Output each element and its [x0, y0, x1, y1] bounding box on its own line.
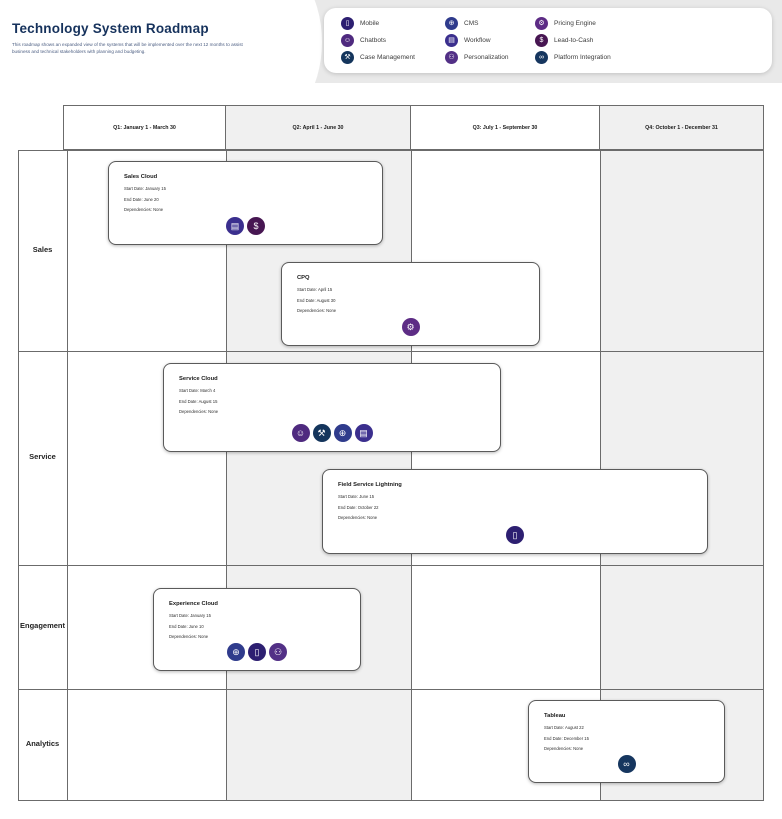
legend-item-pricing-engine: ⚙ Pricing Engine — [535, 15, 762, 32]
roadmap-card-experience-cloud[interactable]: Experience Cloud Start Date: January 15 … — [153, 588, 361, 671]
legend-label: Pricing Engine — [554, 20, 596, 27]
lead-to-cash-icon: $ — [247, 217, 265, 235]
row-label-analytics: Analytics — [25, 739, 60, 748]
quarter-header-q2: Q2: April 1 - June 30 — [225, 105, 411, 150]
roadmap-card-tableau[interactable]: Tableau Start Date: August 22 End Date: … — [528, 700, 725, 783]
roadmap-card-cpq[interactable]: CPQ Start Date: April 15 End Date: Augus… — [281, 262, 540, 346]
pricing-engine-icon: ⚙ — [401, 318, 420, 336]
legend-item-mobile: ▯ Mobile — [341, 15, 437, 32]
cms-icon: ⊕ — [227, 643, 245, 661]
legend-item-lead-to-cash: $ Lead-to-Cash — [535, 32, 762, 49]
legend-card: ▯ Mobile ⊕ CMS ⚙ Pricing Engine ☺ Chatbo… — [324, 8, 772, 73]
legend-item-platform-integration: ∞ Platform Integration — [535, 49, 762, 66]
card-start-date: Start Date: April 15 — [297, 287, 333, 292]
card-dependencies: Dependencies: None — [169, 634, 209, 639]
card-start-date: Start Date: January 15 — [124, 186, 166, 191]
card-title: Experience Cloud — [169, 601, 218, 607]
platform-integration-icon: ∞ — [535, 51, 548, 64]
card-end-date: End Date: August 30 — [297, 297, 336, 303]
grid-line — [18, 689, 764, 690]
pricing-engine-icon: ⚙ — [535, 17, 548, 30]
personalization-icon: ⚇ — [445, 51, 458, 64]
legend-label: Case Management — [360, 54, 415, 61]
card-start-date: Start Date: January 15 — [169, 613, 211, 618]
row-label-engagement: Engagement — [19, 621, 65, 630]
card-title: Sales Cloud — [124, 174, 158, 180]
legend-item-chatbots: ☺ Chatbots — [341, 32, 437, 49]
card-title: Field Service Lightning — [338, 482, 402, 488]
legend-label: Personalization — [464, 54, 509, 61]
quarter-header-row: Q1: January 1 - March 30 Q2: April 1 - J… — [63, 105, 764, 150]
legend-item-workflow: ▤ Workflow — [445, 32, 527, 49]
legend-label: Lead-to-Cash — [554, 37, 594, 44]
card-end-date: End Date: June 10 — [169, 623, 204, 629]
personalization-icon: ⚇ — [269, 643, 287, 661]
chatbots-icon: ☺ — [341, 34, 354, 47]
legend-label: Chatbots — [360, 37, 387, 44]
legend-label: Workflow — [464, 37, 491, 44]
grid-line — [763, 150, 764, 801]
cms-icon: ⊕ — [445, 17, 458, 30]
workflow-icon: ▤ — [354, 424, 373, 442]
chatbots-icon: ☺ — [291, 424, 310, 442]
card-end-date: End Date: August 15 — [179, 398, 218, 404]
card-dependencies: Dependencies: None — [179, 409, 219, 414]
page-subtitle: This roadmap shows an expanded view of t… — [12, 42, 243, 54]
legend-label: Mobile — [360, 20, 380, 27]
case-management-icon: ⚒ — [312, 424, 331, 442]
mobile-icon: ▯ — [506, 526, 524, 544]
card-end-date: End Date: October 22 — [338, 504, 379, 510]
card-icon-row: ⊕▯⚇ — [154, 643, 360, 661]
quarter-header-q3: Q3: July 1 - September 30 — [410, 105, 600, 150]
grid-line — [67, 150, 68, 801]
roadmap-card-sales-cloud[interactable]: Sales Cloud Start Date: January 15 End D… — [108, 161, 383, 245]
legend-label: CMS — [464, 20, 479, 27]
card-start-date: Start Date: August 22 — [544, 725, 584, 730]
card-icon-row: ▤$ — [109, 217, 382, 235]
row-label-sales: Sales — [32, 245, 53, 254]
card-dependencies: Dependencies: None — [297, 308, 337, 313]
grid-line — [18, 150, 19, 801]
card-end-date: End Date: December 15 — [544, 735, 589, 741]
card-dependencies: Dependencies: None — [544, 746, 584, 751]
workflow-icon: ▤ — [226, 217, 244, 235]
quarter-header-q4: Q4: October 1 - December 31 — [599, 105, 764, 150]
card-icon-row: ⚙ — [282, 318, 539, 336]
card-icon-row: ▯ — [323, 526, 707, 544]
page-title: Technology System Roadmap — [12, 21, 209, 36]
card-title: Tableau — [544, 713, 566, 719]
card-icon-row: ∞ — [529, 755, 724, 773]
roadmap-card-service-cloud[interactable]: Service Cloud Start Date: March 4 End Da… — [163, 363, 501, 452]
card-icon-row: ☺⚒⊕▤ — [164, 424, 500, 442]
legend-item-personalization: ⚇ Personalization — [445, 49, 527, 66]
case-management-icon: ⚒ — [341, 51, 354, 64]
legend-label: Platform Integration — [554, 54, 611, 61]
card-title: CPQ — [297, 275, 310, 281]
mobile-icon: ▯ — [248, 643, 266, 661]
mobile-icon: ▯ — [341, 17, 354, 30]
legend-item-cms: ⊕ CMS — [445, 15, 527, 32]
row-label-service: Service — [29, 452, 56, 461]
card-start-date: Start Date: June 15 — [338, 494, 375, 499]
card-start-date: Start Date: March 4 — [179, 388, 216, 393]
card-end-date: End Date: June 20 — [124, 196, 159, 202]
card-title: Service Cloud — [179, 376, 218, 382]
grid-line — [18, 150, 764, 151]
lead-to-cash-icon: $ — [535, 34, 548, 47]
roadmap-card-field-service-lightning[interactable]: Field Service Lightning Start Date: June… — [322, 469, 708, 554]
card-dependencies: Dependencies: None — [124, 207, 164, 212]
card-dependencies: Dependencies: None — [338, 515, 378, 520]
cms-icon: ⊕ — [333, 424, 352, 442]
legend-item-case-management: ⚒ Case Management — [341, 49, 437, 66]
grid-line — [18, 800, 764, 801]
workflow-icon: ▤ — [445, 34, 458, 47]
quarter-header-q1: Q1: January 1 - March 30 — [63, 105, 226, 150]
grid-line — [18, 565, 764, 566]
platform-integration-icon: ∞ — [617, 755, 636, 773]
grid-line — [226, 150, 227, 801]
grid-line — [18, 351, 764, 352]
